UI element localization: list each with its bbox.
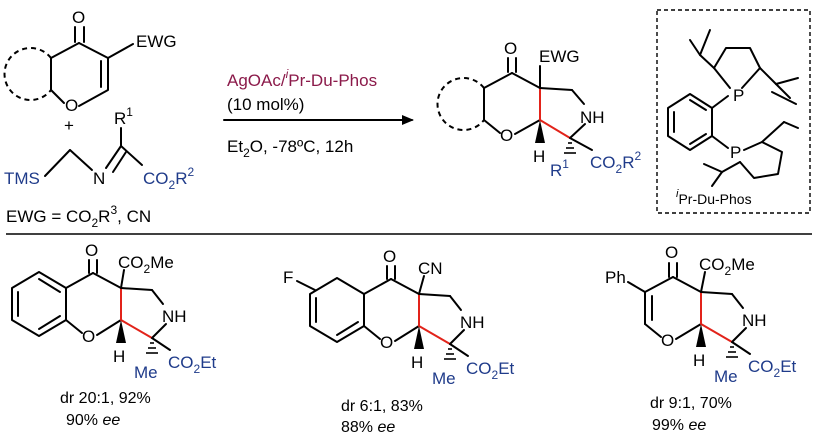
ex3-dr-yield: dr 9:1, 70% <box>650 395 732 412</box>
ewg-definition: EWG = CO2R3, CN <box>6 203 151 230</box>
ex3-ring-o: O <box>661 331 674 350</box>
example-product-2: F O O CN NH H Me CO2Et dr 6:1, 83% 88% e… <box>283 247 515 436</box>
ex1-co2et: CO2Et <box>168 353 217 376</box>
ex2-substituent: F <box>283 268 293 287</box>
ligand-p-lower: P <box>730 143 741 162</box>
imine-r1: R1 <box>114 105 133 128</box>
product-ester: CO2R2 <box>590 149 641 176</box>
product-h: H <box>533 147 545 166</box>
ligand-box: P P iPr-Du-Phos <box>656 9 811 214</box>
ex1-h: H <box>113 347 125 366</box>
reaction-conditions: AgOAc/iPr-Du-Phos (10 mol%) Et2O, -78ºC,… <box>223 67 414 160</box>
plus-sign: + <box>64 116 74 135</box>
product-nh: NH <box>580 108 605 127</box>
ligand-name: iPr-Du-Phos <box>676 188 752 207</box>
ex2-carbonyl-o: O <box>383 247 396 266</box>
imine-n: N <box>93 169 105 188</box>
ex2-ewg: CN <box>418 259 443 278</box>
ex3-ewg: CO2Me <box>699 255 755 278</box>
product-carbonyl-o: O <box>504 39 517 58</box>
product-r1: R1 <box>550 157 569 180</box>
ex3-nh: NH <box>742 311 767 330</box>
imine-ester: CO2R2 <box>143 165 194 192</box>
ligand-p-upper: P <box>733 86 744 105</box>
ex1-dr-yield: dr 20:1, 92% <box>60 390 151 407</box>
reactant-ewg: EWG <box>136 32 177 51</box>
ex2-dr-yield: dr 6:1, 83% <box>341 398 423 415</box>
reactant-ring-o: O <box>65 96 78 115</box>
ex1-carbonyl-o: O <box>85 241 98 260</box>
ex1-nh: NH <box>162 307 187 326</box>
ex2-nh: NH <box>460 313 485 332</box>
reactant-pyranone: O EWG O <box>3 8 177 115</box>
ex3-h: H <box>693 351 705 370</box>
ex3-ee: 99% ee <box>652 417 706 434</box>
ex2-ring-o: O <box>380 333 393 352</box>
ex1-me: Me <box>134 363 158 382</box>
solvent-temp-time: Et2O, -78ºC, 12h <box>227 137 353 160</box>
catalyst-label: AgOAc/iPr-Du-Phos <box>227 67 377 90</box>
ex2-co2et: CO2Et <box>466 359 515 382</box>
product-generic: O O EWG NH H R1 CO2R2 <box>436 39 641 180</box>
product-ring-o: O <box>500 126 513 145</box>
ex2-h: H <box>411 353 423 372</box>
reactant-imine: TMS N R1 CO2R2 <box>4 105 194 192</box>
ex1-ewg: CO2Me <box>118 253 174 276</box>
reactant-carbonyl-o: O <box>72 8 85 27</box>
imine-tms: TMS <box>4 169 40 188</box>
catalyst-loading: (10 mol%) <box>227 95 304 114</box>
ex2-me: Me <box>432 369 456 388</box>
ex3-carbonyl-o: O <box>665 243 678 262</box>
product-ewg: EWG <box>539 47 580 66</box>
ex3-co2et: CO2Et <box>748 357 797 380</box>
ex2-ee: 88% ee <box>341 419 395 436</box>
ex1-ee: 90% ee <box>66 412 120 429</box>
ex1-ring-o: O <box>82 327 95 346</box>
example-product-3: Ph O O CO2Me NH H Me CO2Et dr 9:1, 70% 9… <box>605 243 797 434</box>
ex3-me: Me <box>714 367 738 386</box>
ex3-substituent: Ph <box>605 268 626 287</box>
example-product-1: O O CO2Me NH H Me CO2Et dr 20:1, 92% 90%… <box>11 241 217 429</box>
